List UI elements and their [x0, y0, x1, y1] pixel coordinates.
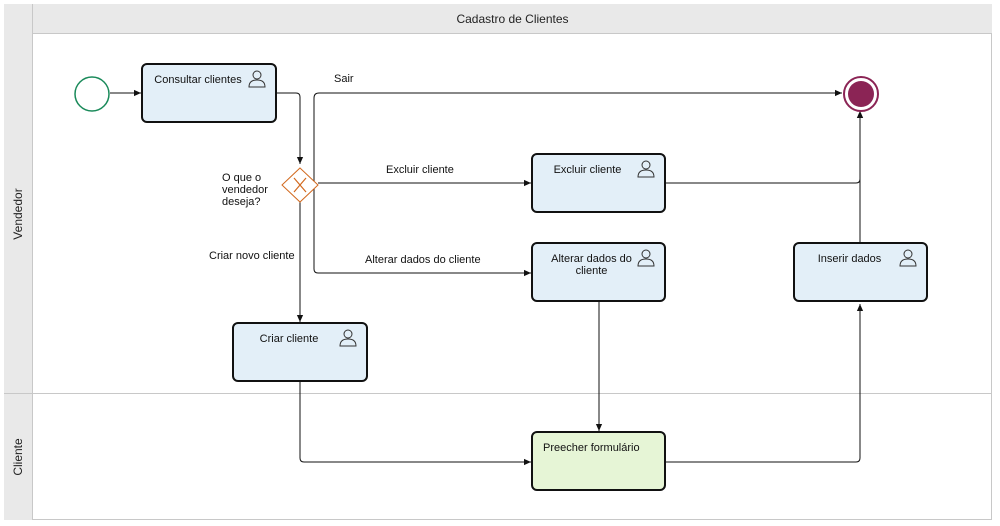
user-icon: [339, 329, 357, 347]
flow-excluir-to-end: [666, 111, 864, 184]
flow-sair: [313, 89, 842, 184]
flow-label-criar: Criar novo cliente: [209, 250, 295, 262]
task-label: Inserir dados: [817, 253, 882, 265]
flow-consultar-to-gateway: [277, 92, 304, 164]
end-event-fill: [848, 81, 874, 107]
user-icon: [637, 249, 655, 267]
gateway-question: O que o vendedor deseja?: [222, 172, 268, 208]
task-criar-cliente[interactable]: Criar cliente: [232, 322, 368, 382]
gateway-question-line-2: vendedor: [222, 184, 268, 196]
task-excluir-cliente[interactable]: Excluir cliente: [531, 153, 666, 213]
flow-label-alterar: Alterar dados do cliente: [365, 254, 481, 266]
gateway-question-line-1: O que o: [222, 172, 262, 184]
task-label: Excluir cliente: [553, 164, 622, 176]
exclusive-gateway-icon: [281, 167, 319, 203]
flow-preencher-to-inserir: [666, 304, 864, 463]
user-icon: [248, 70, 266, 88]
task-label: Alterar dados do cliente: [551, 253, 632, 277]
gateway-question-line-3: deseja?: [222, 196, 261, 208]
lane-vendedor-header: Vendedor: [4, 33, 33, 394]
flow-label-sair: Sair: [334, 73, 354, 85]
pool-corner: [4, 4, 33, 34]
lane-separator: [4, 393, 992, 394]
flow-criar-to-preencher: [299, 382, 531, 466]
lane-cliente-header: Cliente: [4, 394, 33, 520]
task-consultar-clientes[interactable]: Consultar clientes: [141, 63, 277, 123]
flow-alterar: [313, 186, 531, 277]
pool-title: Cadastro de Clientes: [33, 4, 992, 34]
user-icon: [899, 249, 917, 267]
task-label: Criar cliente: [259, 333, 319, 345]
task-preencher-formulario[interactable]: Preecher formulário: [531, 431, 666, 491]
task-label: Consultar clientes: [154, 74, 242, 86]
task-alterar-dados[interactable]: Alterar dados do cliente: [531, 242, 666, 302]
flow-label-excluir: Excluir cliente: [386, 164, 454, 176]
task-label: Preecher formulário: [543, 442, 640, 454]
task-inserir-dados[interactable]: Inserir dados: [793, 242, 928, 302]
start-event: [74, 76, 110, 112]
user-icon: [637, 160, 655, 178]
